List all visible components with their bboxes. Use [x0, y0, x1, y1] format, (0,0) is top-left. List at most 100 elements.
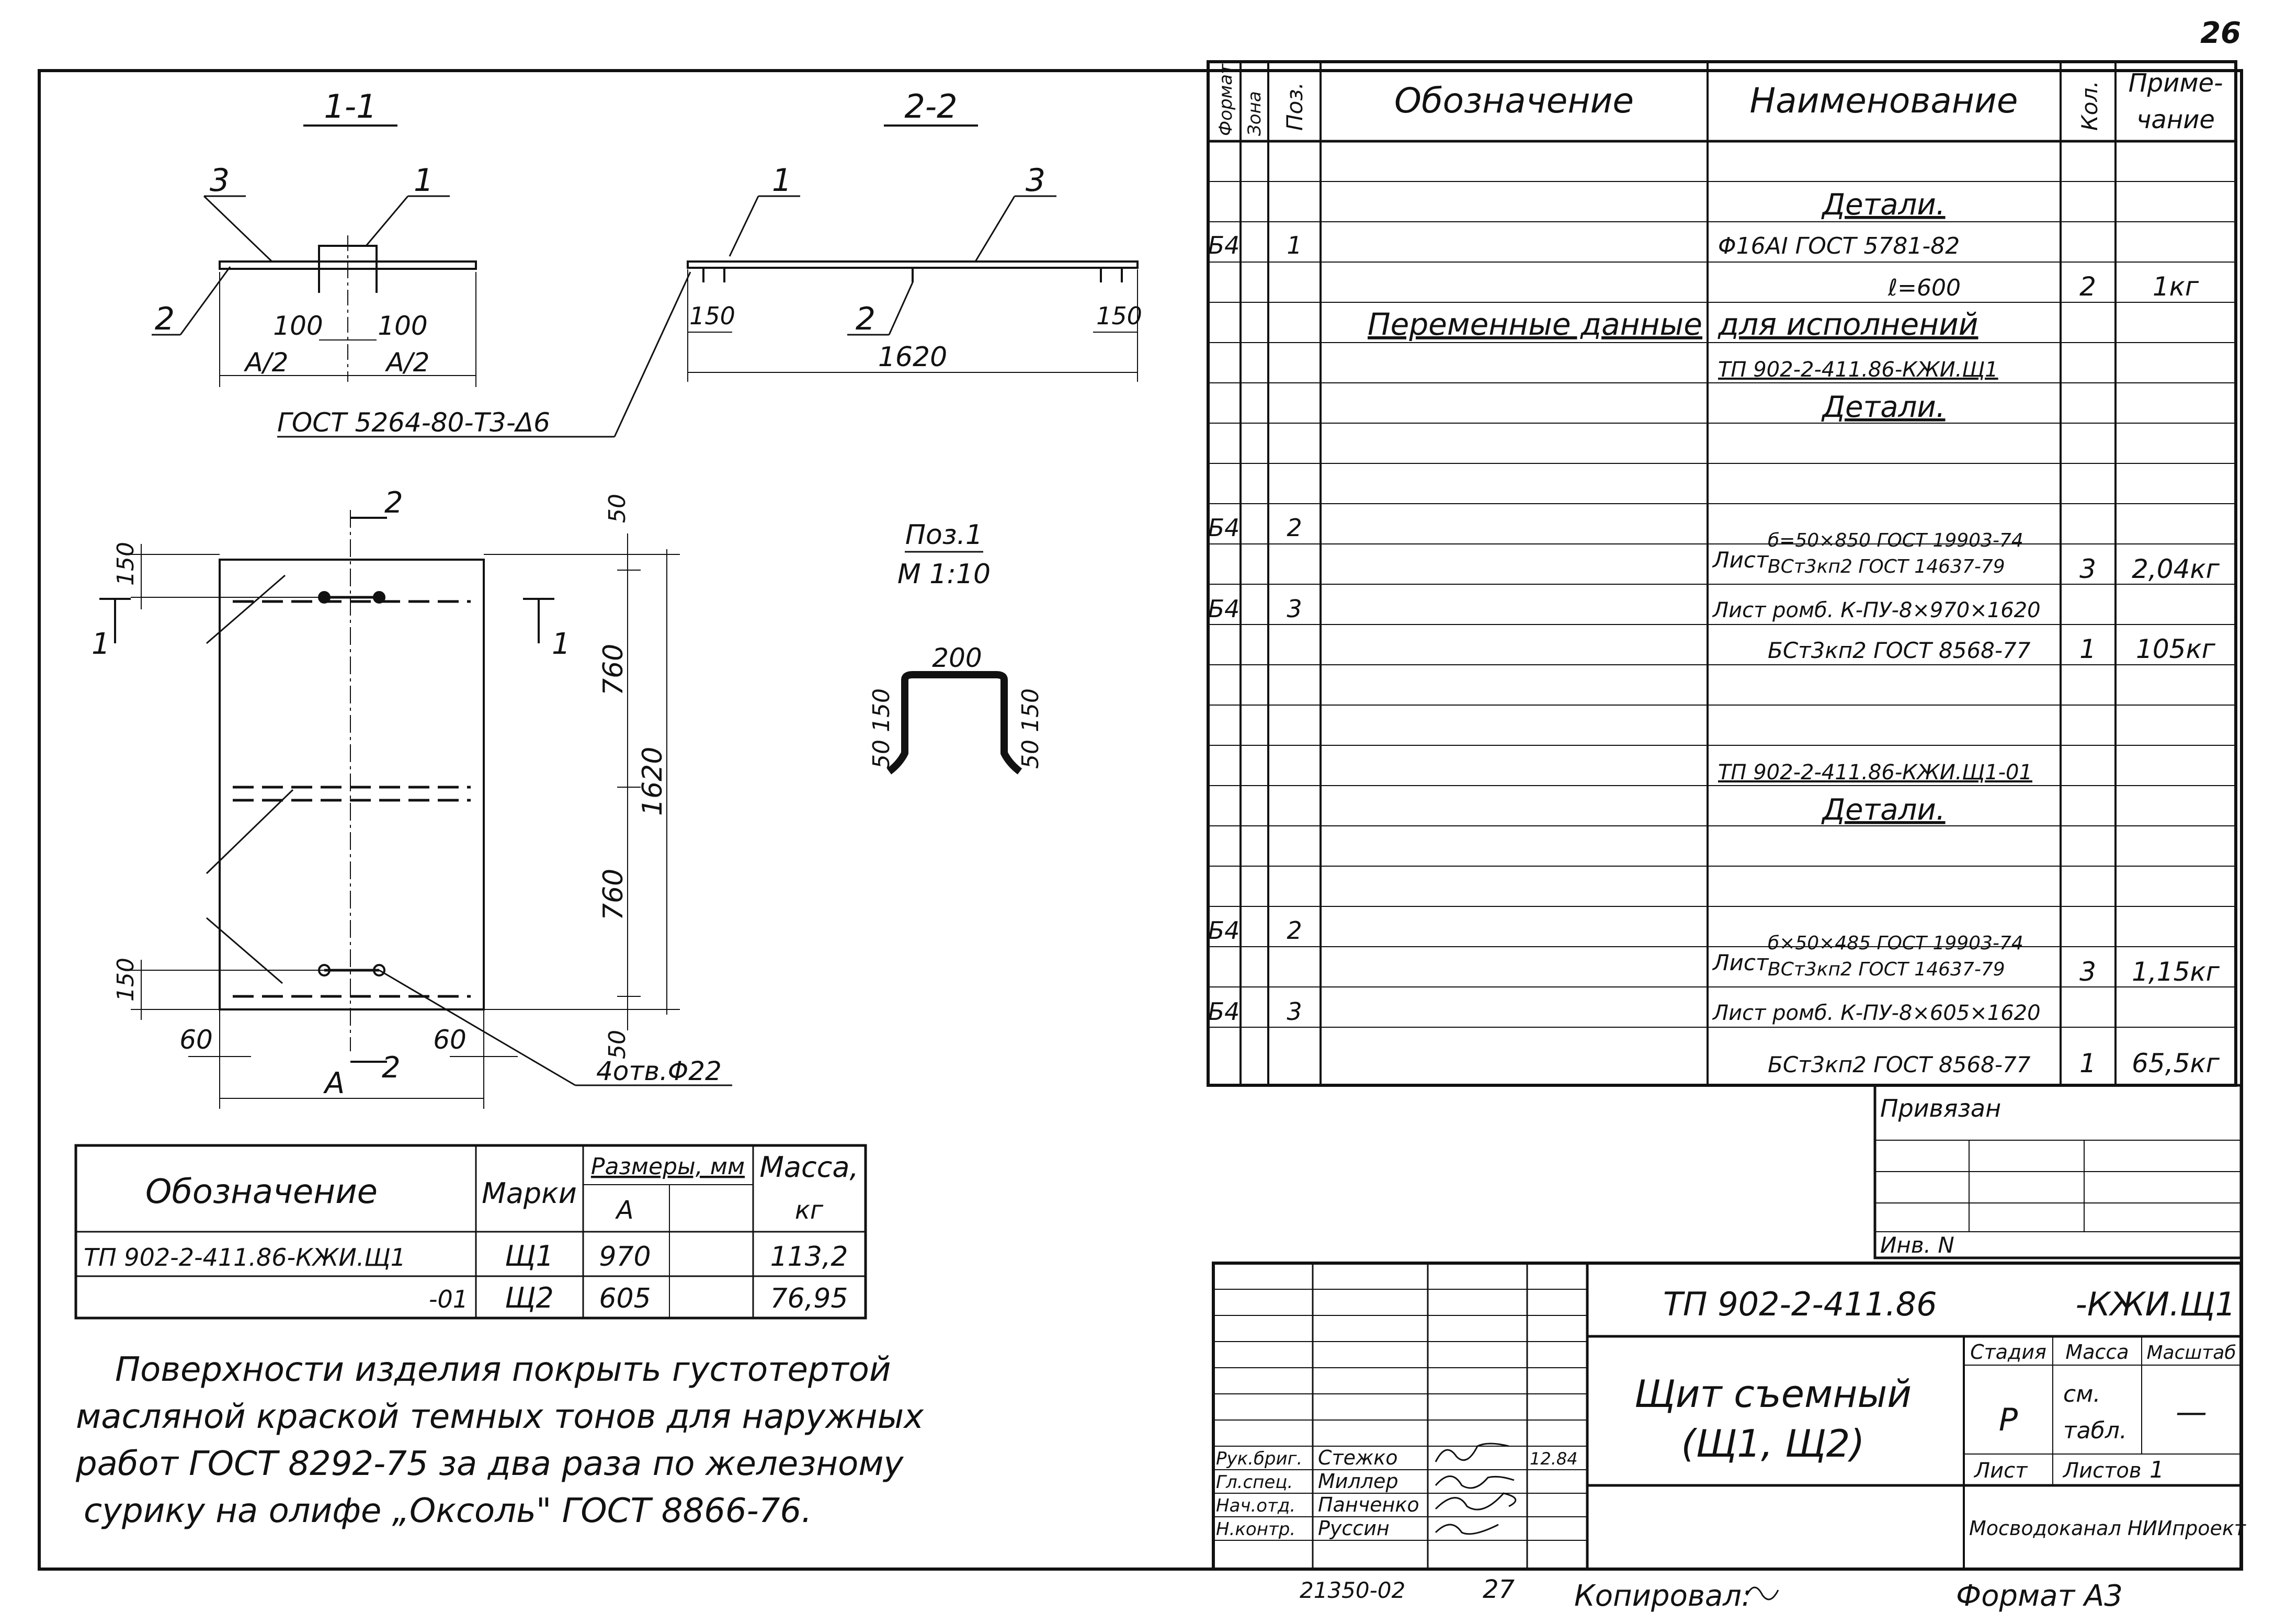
footer-copied: Копировал: [1574, 1579, 1752, 1613]
role-name: Миллер [1318, 1470, 1398, 1493]
dim-60-right: 60 [433, 1025, 467, 1055]
section-2-2-title: 2-2 [904, 87, 957, 126]
callout-2: 2 [155, 301, 175, 337]
dim-a-half-right: А/2 [385, 347, 430, 378]
row-pos: 1 [1287, 231, 1302, 259]
dim-150-top: 150 [112, 542, 139, 586]
dim-100-left: 100 [273, 311, 323, 341]
row-pos: 3 [1287, 997, 1302, 1026]
row-pos: 3 [1287, 595, 1302, 623]
mass-value: см. [2063, 1381, 2100, 1407]
variant-row-a: 605 [599, 1283, 651, 1314]
col-name: Наименование [1750, 81, 2018, 121]
profile-150-right: 150 [1017, 688, 1044, 732]
note-line: сурику на олифе „Оксоль" ГОСТ 8866-76. [84, 1492, 812, 1530]
row-note: 65,5кг [2132, 1048, 2220, 1078]
row-format: Б4 [1208, 997, 1240, 1026]
row-qty: 3 [2079, 554, 2096, 584]
profile-200: 200 [932, 643, 982, 673]
row-pos: 2 [1287, 916, 1302, 945]
spec-row-lines [1208, 181, 2236, 1028]
row-note: 2,04кг [2132, 554, 2220, 584]
dim-760-top: 760 [598, 644, 629, 696]
sheet-frame [38, 69, 2243, 1571]
drawing-title-marks: (Щ1, Щ2) [1681, 1422, 1864, 1466]
dim-a-half-left: А/2 [244, 347, 289, 378]
profile-50-left: 50 [868, 740, 895, 769]
row-format: Б4 [1208, 231, 1240, 259]
drawing-code: ТП 902-2-411.86 [1663, 1285, 1937, 1323]
tied-label: Привязан [1880, 1094, 2001, 1122]
footer-code: 21350-02 [1300, 1577, 1405, 1603]
plan-view: 4отв.Φ22 1 1 2 2 50 760 1620 760 50 150 … [92, 486, 732, 1109]
drawing-title: Щит съемный [1634, 1372, 1912, 1416]
section-details: Детали. [1821, 793, 1945, 827]
title-block: Рук.бриг. Стежко 12.84 Гл.спец. Миллер Н… [1212, 1262, 2247, 1571]
variants-h-mass: Масса, [759, 1151, 858, 1184]
dim-150-bottom: 150 [112, 958, 139, 1002]
scale-value: — [2176, 1394, 2207, 1430]
note-line: масляной краской темных тонов для наружн… [76, 1398, 924, 1436]
specification-table: Формат Зона Поз. Обозначение Наименовани… [1207, 60, 2237, 1087]
variants-table: Обозначение Марки Размеры, мм А Масса, к… [74, 1144, 867, 1320]
row-name: б×50×485 ГОСТ 19903-74 [1768, 933, 2023, 954]
row-name: Лист ромб. К-ПУ-8×605×1620 [1712, 1001, 2041, 1025]
row-name: Лист ромб. К-ПУ-8×970×1620 [1712, 598, 2041, 622]
footer-number: 27 [1483, 1575, 1515, 1604]
dim-100-right: 100 [378, 311, 427, 341]
dim-150-left: 150 [689, 302, 735, 330]
row-name-prefix: Лист [1712, 950, 1769, 975]
dim-60-left: 60 [179, 1025, 213, 1055]
row-name-prefix: Лист [1712, 547, 1769, 573]
col-note-1: Приме- [2129, 69, 2223, 98]
role-name: Панченко [1318, 1493, 1419, 1516]
painting-note: Поверхности изделия покрыть густотертой … [75, 1350, 924, 1530]
inventory-label: Инв. N [1880, 1232, 1954, 1258]
role-name: Руссин [1318, 1517, 1390, 1540]
variants-h-mass-unit: кг [795, 1196, 824, 1225]
variant-2-designation: ТП 902-2-411.86-КЖИ.Щ1-01 [1718, 760, 2032, 785]
callout-1: 1 [414, 162, 434, 199]
role-label: Рук.бриг. [1216, 1448, 1302, 1469]
dim-760-bottom: 760 [598, 869, 629, 921]
dim-a: А [323, 1066, 345, 1100]
pos-1-detail: Поз.1 М 1:10 200 150 150 50 50 [868, 519, 1044, 775]
profile-50-right: 50 [1017, 740, 1044, 769]
row-pos: 2 [1287, 514, 1302, 542]
row-format: Б4 [1208, 916, 1240, 945]
note-line: Поверхности изделия покрыть густотертой [115, 1350, 891, 1389]
copy-signature [1746, 1586, 1779, 1600]
row-name: ВСт3кп2 ГОСТ 14637-79 [1768, 959, 2005, 980]
cut-1-left: 1 [92, 627, 110, 661]
row-format: Б4 [1208, 595, 1240, 623]
note-line: работ ГОСТ 8292-75 за два раза по железн… [75, 1445, 904, 1483]
row-name: Φ16АΙ ГОСТ 5781-82 [1718, 233, 1960, 259]
page-number: 26 [2200, 16, 2241, 50]
dim-50-bottom: 50 [604, 1030, 631, 1059]
row-note: 1,15кг [2132, 957, 2220, 987]
variant-row-a: 970 [599, 1241, 651, 1273]
role-label: Нач.отд. [1216, 1495, 1295, 1516]
role-date: 12.84 [1530, 1449, 1578, 1469]
row-format: Б4 [1208, 514, 1240, 542]
cut-1-right: 1 [552, 627, 571, 661]
col-qty: Кол. [2077, 81, 2102, 131]
scale-header: Масштаб [2146, 1342, 2236, 1364]
variant-row-mass: 113,2 [770, 1241, 848, 1273]
callout-1: 1 [772, 162, 792, 199]
col-pos: Поз. [1282, 82, 1307, 131]
row-qty: 2 [2079, 271, 2096, 302]
row-qty: 3 [2079, 957, 2096, 987]
callout-3: 3 [210, 162, 230, 199]
pos-1-label: Поз.1 [905, 519, 983, 551]
col-note-2: чание [2136, 105, 2215, 134]
role-name: Стежко [1318, 1446, 1397, 1469]
variant-1-designation: ТП 902-2-411.86-КЖИ.Щ1 [1718, 358, 1998, 382]
role-label: Гл.спец. [1216, 1472, 1293, 1493]
row-note: 105кг [2136, 634, 2216, 664]
footer: 21350-02 27 Копировал: Формат А3 [1300, 1575, 2123, 1613]
callout-2: 2 [856, 301, 875, 337]
mass-value-2: табл. [2063, 1417, 2127, 1444]
sheets-header: Листов [2062, 1459, 2141, 1483]
